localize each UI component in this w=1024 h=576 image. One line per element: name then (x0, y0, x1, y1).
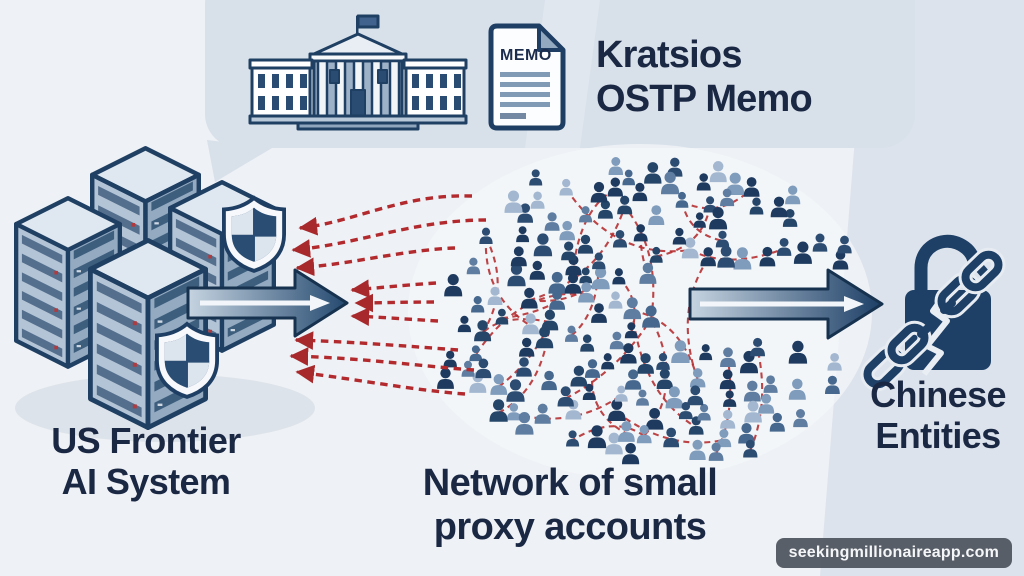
red-dashed-connection (631, 310, 697, 429)
destination-label-line1: Chinese (870, 374, 1006, 415)
red-dashed-connection (632, 309, 699, 380)
source-label: US Frontier AI System (8, 420, 284, 503)
watermark-text: seekingmillionaireapp.com (788, 544, 999, 561)
destination-label-line2: Entities (875, 415, 1001, 457)
memo-title: Kratsios OSTP Memo (596, 34, 813, 121)
red-dashed-connection (565, 318, 652, 400)
red-dashed-connection (590, 370, 627, 435)
network-label-line1: Network of small (422, 462, 718, 504)
source-label-line1: US Frontier (51, 420, 241, 461)
red-dashed-connection (570, 262, 600, 337)
source-label-line2: AI System (61, 461, 231, 503)
red-dashed-arrows (289, 194, 487, 396)
memo-label: MEMO (500, 47, 552, 64)
red-dashed-connection (484, 237, 532, 327)
red-dashed-connection (616, 411, 725, 444)
red-dashed-connection (572, 425, 645, 441)
memo-title-line2: OSTP Memo (596, 77, 813, 120)
flow-arrow-icon (688, 268, 884, 340)
red-dashed-connection (481, 318, 551, 334)
destination-label: Chinese Entities (853, 374, 1023, 457)
red-dashed-connection (481, 237, 499, 334)
network-label-line2: proxy accounts (433, 505, 707, 548)
watermark-badge: seekingmillionaireapp.com (775, 538, 1012, 568)
memo-document-icon: MEMO (488, 23, 566, 131)
red-dashed-connection (623, 206, 655, 319)
broken-chain-padlock-icon (863, 234, 1002, 388)
memo-title-line1: Kratsios (596, 34, 742, 76)
network-label: Network of small proxy accounts (390, 462, 750, 549)
red-dashed-connection (689, 247, 785, 261)
flow-arrow-icon (186, 268, 349, 338)
white-house-icon (248, 14, 468, 131)
